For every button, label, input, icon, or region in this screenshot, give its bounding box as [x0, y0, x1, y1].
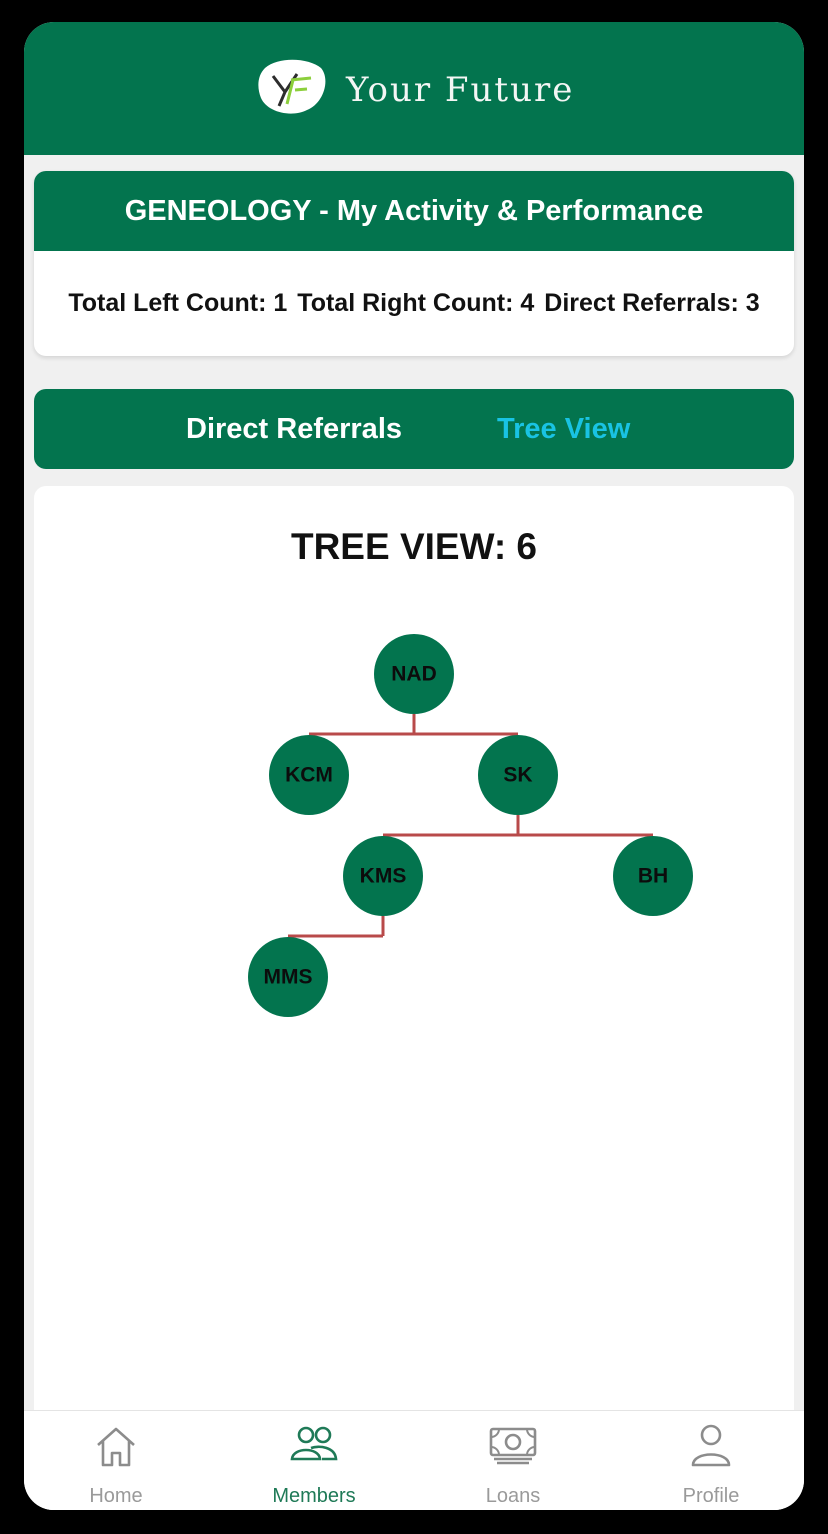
nav-profile[interactable]: Profile: [636, 1411, 786, 1510]
tree-node-circle: [374, 634, 454, 714]
stats-row: Total Left Count: 1 Total Right Count: 4…: [34, 251, 794, 356]
nav-profile-label: Profile: [682, 1485, 740, 1507]
tree-node-nad[interactable]: NAD: [374, 634, 454, 714]
tab-tree-view[interactable]: Tree View: [497, 413, 631, 445]
tree-node-circle: [613, 836, 693, 916]
tree-node-kcm[interactable]: KCM: [269, 735, 349, 815]
tree-node-kms[interactable]: KMS: [343, 836, 423, 916]
profile-icon: [691, 1424, 731, 1467]
total-right-count: Total Right Count: 4: [297, 289, 535, 317]
money-icon: [489, 1427, 537, 1465]
tree-node-label: SK: [503, 764, 532, 787]
app-screen: Your Future GENEOLOGY - My Activity & Pe…: [24, 22, 804, 1510]
nav-members-label: Members: [272, 1485, 356, 1507]
tree-node-mms[interactable]: MMS: [248, 937, 328, 1017]
stats-card: GENEOLOGY - My Activity & Performance To…: [34, 171, 794, 356]
nav-home[interactable]: Home: [41, 1411, 191, 1510]
members-icon: [290, 1426, 338, 1461]
tree-node-label: MMS: [264, 966, 313, 989]
total-left-count: Total Left Count: 1: [68, 289, 288, 317]
app-header: Your Future: [24, 22, 804, 155]
tree-node-circle: [248, 937, 328, 1017]
tree-node-label: BH: [638, 865, 668, 888]
tree-connector-kms: [288, 916, 385, 938]
nav-home-label: Home: [89, 1485, 143, 1507]
tree-connector-sk: [383, 815, 653, 837]
home-icon: [97, 1427, 135, 1467]
nav-loans[interactable]: Loans: [438, 1411, 588, 1510]
tree-node-sk[interactable]: SK: [478, 735, 558, 815]
your-future-logo: [258, 59, 326, 114]
tree-node-circle: [478, 735, 558, 815]
tree-node-circle: [269, 735, 349, 815]
genealogy-tree: NAD KCM SK KMS BH MMS: [248, 634, 693, 1017]
tab-direct-referrals[interactable]: Direct Referrals: [186, 413, 402, 445]
tree-view-title: TREE VIEW: 6: [290, 526, 538, 567]
tree-node-label: NAD: [391, 663, 437, 686]
direct-referrals-count: Direct Referrals: 3: [544, 289, 760, 317]
nav-members[interactable]: Members: [239, 1411, 389, 1510]
view-tabs: Direct Referrals Tree View: [34, 389, 794, 469]
brand-name: Your Future: [346, 70, 575, 110]
tree-node-label: KMS: [360, 865, 407, 888]
bottom-nav: Home Members Loans P: [24, 1410, 804, 1510]
tree-connector-nad: [309, 714, 518, 736]
tree-node-label: KCM: [285, 764, 333, 787]
nav-loans-label: Loans: [485, 1485, 541, 1507]
stats-title: GENEOLOGY - My Activity & Performance: [34, 171, 794, 251]
tree-node-bh[interactable]: BH: [613, 836, 693, 916]
tree-node-circle: [343, 836, 423, 916]
tree-view-panel: TREE VIEW: 6 NAD KCM SK KMS BH MMS: [34, 486, 794, 1510]
